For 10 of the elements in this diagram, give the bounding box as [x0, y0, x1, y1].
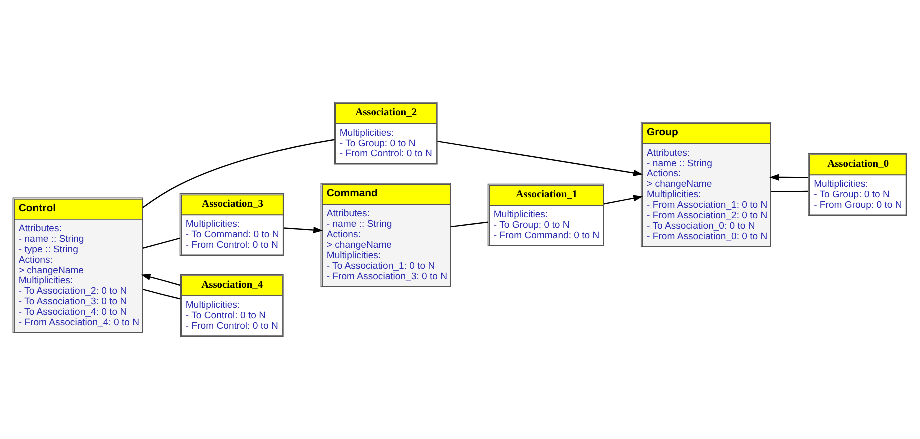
connector [142, 288, 181, 300]
arrow [141, 274, 181, 286]
arrow [604, 195, 644, 205]
arrow [438, 140, 644, 176]
connector [771, 190, 808, 192]
connector [142, 238, 180, 249]
arrow [770, 174, 808, 181]
arrow [284, 226, 324, 234]
connector [450, 222, 488, 228]
connector [142, 139, 335, 208]
